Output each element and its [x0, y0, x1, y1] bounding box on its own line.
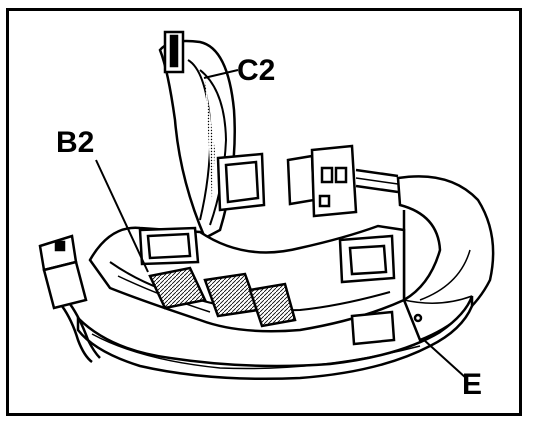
left-plug	[38, 234, 101, 363]
base-plate-e	[76, 295, 474, 381]
main-housing-b2	[88, 224, 406, 346]
leader-b2	[95, 159, 149, 273]
callout-c2: C2	[237, 54, 276, 87]
callout-e: E	[462, 368, 483, 401]
connector-right	[286, 144, 399, 218]
end-housing	[396, 175, 495, 342]
leader-lines	[95, 69, 467, 379]
ring-part-c2	[158, 30, 266, 240]
callout-b2: B2	[56, 126, 95, 159]
leader-e	[423, 339, 467, 379]
leader-c2	[203, 69, 239, 79]
